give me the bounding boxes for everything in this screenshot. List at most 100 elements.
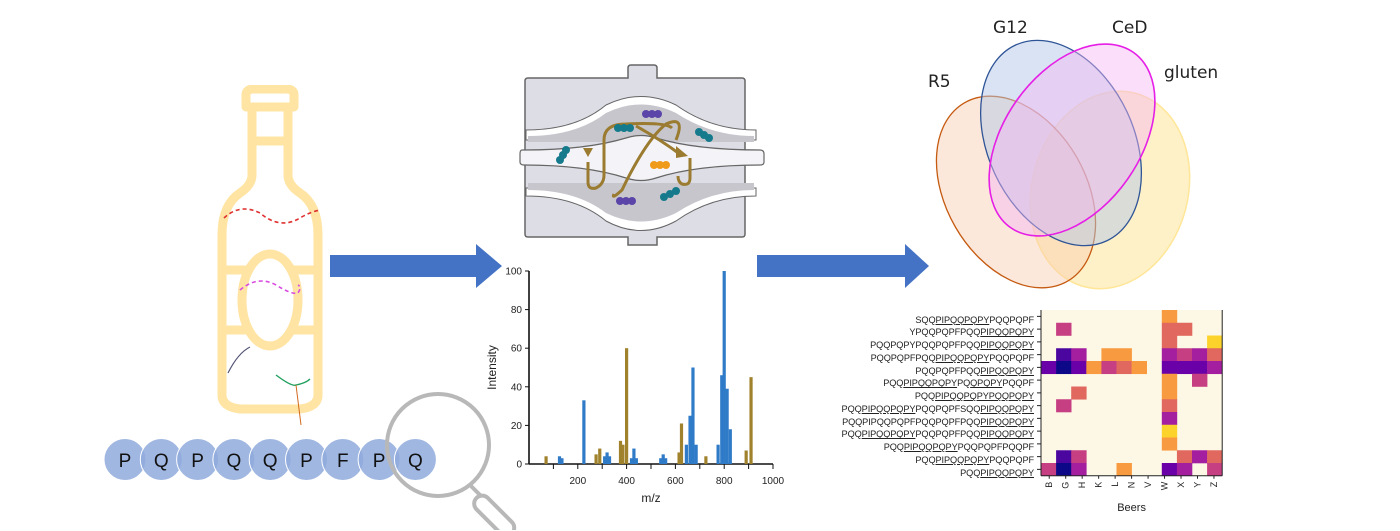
heatmap-x-axis-label: Beers: [1117, 502, 1146, 514]
heatmap-cell: [1071, 463, 1087, 477]
heatmap-column-label: Z: [1209, 481, 1219, 487]
heatmap-cell: [1192, 450, 1208, 464]
ion-cluster-teal: [660, 187, 680, 201]
residue-letter: P: [300, 451, 313, 472]
amino-acid-residue: P: [103, 438, 147, 481]
heatmap-column-label: B: [1044, 482, 1054, 488]
heatmap-row-label: PQQPIPQQPQPYPQQPQPFPQQPF: [883, 442, 1034, 452]
heatmap-cell: [1176, 322, 1193, 336]
heatmap-row-label: PQQPQPFPQQPIPQQPQPY: [915, 365, 1034, 376]
heatmap-cell: [1176, 450, 1193, 464]
heatmap-cell: [1086, 361, 1102, 375]
bottle-label-oval: [237, 249, 303, 351]
ion-cluster-orange: [650, 161, 670, 169]
amino-acid-residue: Q: [248, 438, 292, 481]
heatmap-column-label: L: [1110, 482, 1120, 487]
spectrum-bar-blue: [691, 367, 695, 464]
heatmap-cell: [1056, 399, 1072, 413]
heatmap-cell: [1176, 463, 1193, 477]
heatmap-column-label: W: [1160, 481, 1170, 490]
heatmap-cell: [1207, 361, 1223, 375]
spectrum-bar-blue: [694, 444, 698, 464]
spectrum-bar-blue: [659, 458, 663, 464]
heatmap-cell: [1207, 450, 1223, 464]
y-tick-label: 20: [511, 421, 523, 432]
heatmap-cell: [1161, 412, 1178, 426]
amino-acid-residue: Q: [212, 438, 256, 481]
venn-label-r5: R5: [928, 72, 951, 92]
amino-acid-residue: P: [285, 438, 328, 481]
heatmap-column-label: K: [1094, 482, 1104, 488]
ion-trajectory-2: [611, 120, 681, 198]
heatmap-cell: [1192, 373, 1208, 387]
spectrum-bar-blue: [664, 458, 668, 464]
amino-acid-residue: F: [321, 438, 365, 481]
heatmap-column-label: N: [1127, 482, 1137, 489]
heatmap-row-label: PQQPIPQQPQPYPQQPQPFSQQPIPQQPQPY: [841, 403, 1035, 414]
spectrum-bar-blue: [684, 444, 688, 464]
spectrum-bar-blue: [728, 429, 732, 464]
heatmap-background: [1041, 310, 1223, 476]
heatmap-row-label: PQQPIPQQPQPYPQQPQPYPQQPF: [883, 378, 1034, 389]
spectrum-bar-gold: [704, 456, 708, 464]
arrow-right-icon: [330, 244, 502, 288]
heatmap-row-label: YPQQPQPFPQQPIPQQPQPY: [909, 327, 1034, 338]
heatmap-cell: [1161, 310, 1178, 324]
heatmap-cell: [1161, 348, 1178, 362]
arrow-right-icon: [757, 244, 929, 288]
heatmap-cell: [1101, 348, 1117, 362]
heatmap-cell: [1192, 361, 1208, 375]
spectrum-bar-blue: [722, 271, 726, 464]
strand-dark: [227, 346, 251, 374]
amino-acid-residue: P: [357, 438, 401, 481]
spectrum-bar-gold: [679, 423, 684, 464]
x-tick-label: 400: [618, 476, 635, 487]
heatmap-cell: [1161, 399, 1178, 413]
heatmap-cell: [1161, 463, 1178, 477]
heatmap-cell: [1101, 361, 1117, 375]
y-tick-label: 100: [505, 267, 522, 278]
heatmap-cell: [1116, 348, 1132, 362]
heatmap-cell: [1116, 463, 1132, 477]
residue-letter: Q: [408, 451, 423, 472]
residue-letter: P: [191, 451, 204, 472]
pointer-line: [295, 384, 302, 425]
spectrum-bar-gold: [544, 456, 548, 464]
spectrum-bar-blue: [560, 458, 564, 464]
heatmap-row-label: PQQPIPQQPQPYPQQPQPF: [915, 454, 1034, 465]
lower-electrode-shade: [528, 183, 754, 222]
y-tick-label: 0: [516, 460, 522, 471]
heatmap-column-label: G: [1061, 482, 1071, 489]
x-tick-label: 600: [667, 476, 684, 487]
spectrum-bar-blue: [716, 444, 720, 464]
spectrum-bar-gold: [677, 452, 681, 464]
ion-cluster-teal: [556, 146, 570, 164]
heatmap-cell: [1116, 361, 1132, 375]
residue-letter: Q: [227, 451, 242, 472]
strand-green: [275, 374, 311, 386]
heatmap-row-label: PQQPIPQQPQPYPQQPQPY: [914, 391, 1034, 401]
y-axis-label: Intensity: [485, 345, 499, 390]
ion-cluster-teal: [695, 128, 713, 142]
spectrum-bar-gold: [621, 444, 625, 464]
heatmap-cell: [1207, 463, 1223, 477]
ion-cluster-teal: [614, 124, 634, 132]
magnifier-icon: [385, 392, 517, 530]
spectrum-bar-blue: [582, 400, 586, 464]
heatmap-cell: [1176, 361, 1193, 375]
ion-cluster-purple: [616, 197, 636, 205]
heatmap-column-label: X: [1176, 482, 1186, 488]
spectrum-bar-gold: [744, 450, 748, 464]
heatmap-cell: [1131, 361, 1147, 375]
residue-letter: P: [373, 451, 386, 472]
heatmap-cell: [1192, 348, 1208, 362]
spectrum-bar-gold: [598, 448, 602, 464]
heatmap-cell: [1161, 424, 1178, 438]
venn-label-g12: G12: [993, 18, 1028, 38]
ion-cluster-purple: [642, 110, 662, 118]
heatmap-cell: [1161, 322, 1178, 336]
heatmap-cell: [1161, 335, 1178, 349]
spectrum-bar-blue: [661, 454, 665, 464]
heatmap-column-label: H: [1077, 482, 1087, 489]
